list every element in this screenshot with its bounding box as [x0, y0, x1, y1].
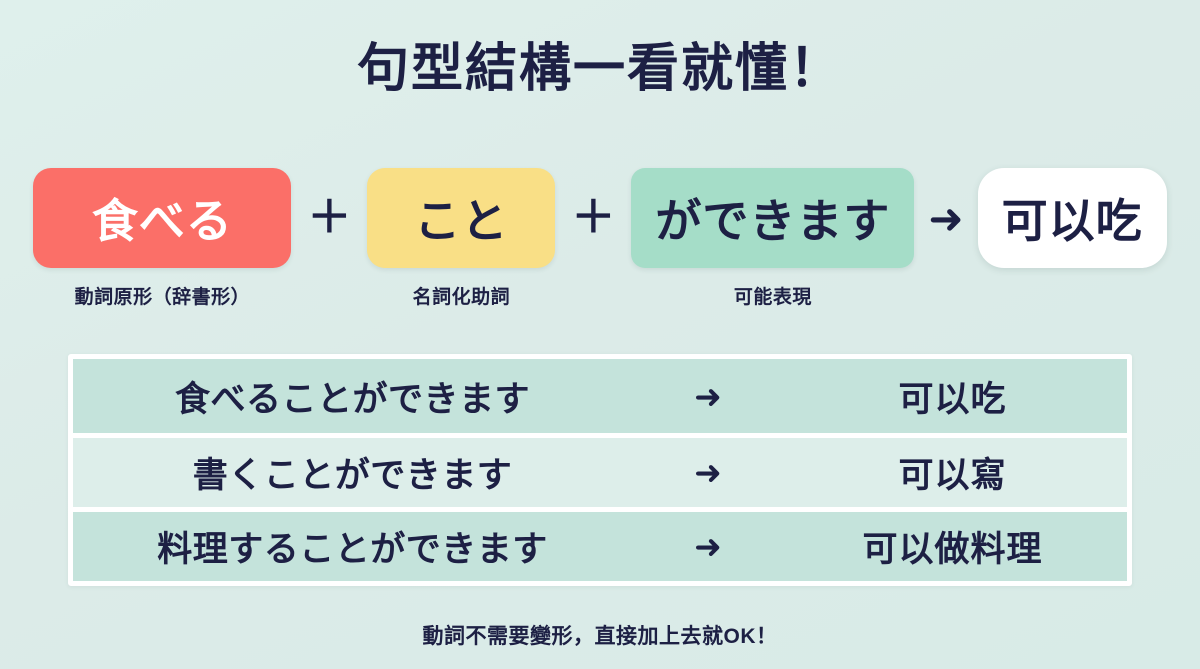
- chip-result: 可以吃: [977, 168, 1167, 268]
- example-japanese: 書くことができます: [192, 456, 513, 495]
- page-title: 句型結構一看就懂！: [356, 40, 843, 98]
- table-row: 書くことができます ➜ 可以寫: [73, 433, 1127, 507]
- footer-note: 動詞不需要變形，直接加上去就OK！: [422, 625, 778, 648]
- chip-koto: こと: [367, 168, 556, 268]
- formula-part-verb: 食べる 動詞原形（辞書形）: [33, 168, 292, 309]
- row-arrow-icon: ➜: [694, 377, 722, 415]
- example-chinese: 可以吃: [898, 379, 1007, 419]
- plus-operator-1: ＋: [307, 193, 352, 242]
- plus-operator-2: ＋: [571, 193, 616, 242]
- example-japanese: 食べることができます: [174, 379, 530, 419]
- chip-koto-caption: 名詞化助詞: [412, 287, 511, 308]
- chip-dekimasu: ができます: [631, 168, 915, 268]
- formula-arrow-icon: ➜: [928, 194, 964, 242]
- formula-row: 食べる 動詞原形（辞書形） ＋ こと 名詞化助詞 ＋ ができます 可能表現 ➜ …: [0, 168, 1200, 309]
- example-chinese: 可以做料理: [862, 530, 1043, 569]
- chip-verb-caption: 動詞原形（辞書形）: [74, 287, 251, 308]
- row-arrow-icon: ➜: [694, 528, 722, 565]
- chip-verb: 食べる: [33, 168, 292, 268]
- formula-part-dekimasu: ができます 可能表現: [631, 168, 915, 309]
- row-arrow-icon: ➜: [694, 454, 722, 491]
- formula-result: 可以吃: [977, 168, 1167, 268]
- formula-part-koto: こと 名詞化助詞: [367, 168, 556, 309]
- example-japanese: 料理することができます: [157, 530, 548, 569]
- chip-dekimasu-caption: 可能表現: [733, 287, 812, 308]
- table-row: 料理することができます ➜ 可以做料理: [73, 507, 1127, 581]
- example-chinese: 可以寫: [898, 456, 1007, 495]
- table-row: 食べることができます ➜ 可以吃: [73, 359, 1127, 433]
- examples-table: 食べることができます ➜ 可以吃 書くことができます ➜ 可以寫 料理することが…: [68, 354, 1132, 586]
